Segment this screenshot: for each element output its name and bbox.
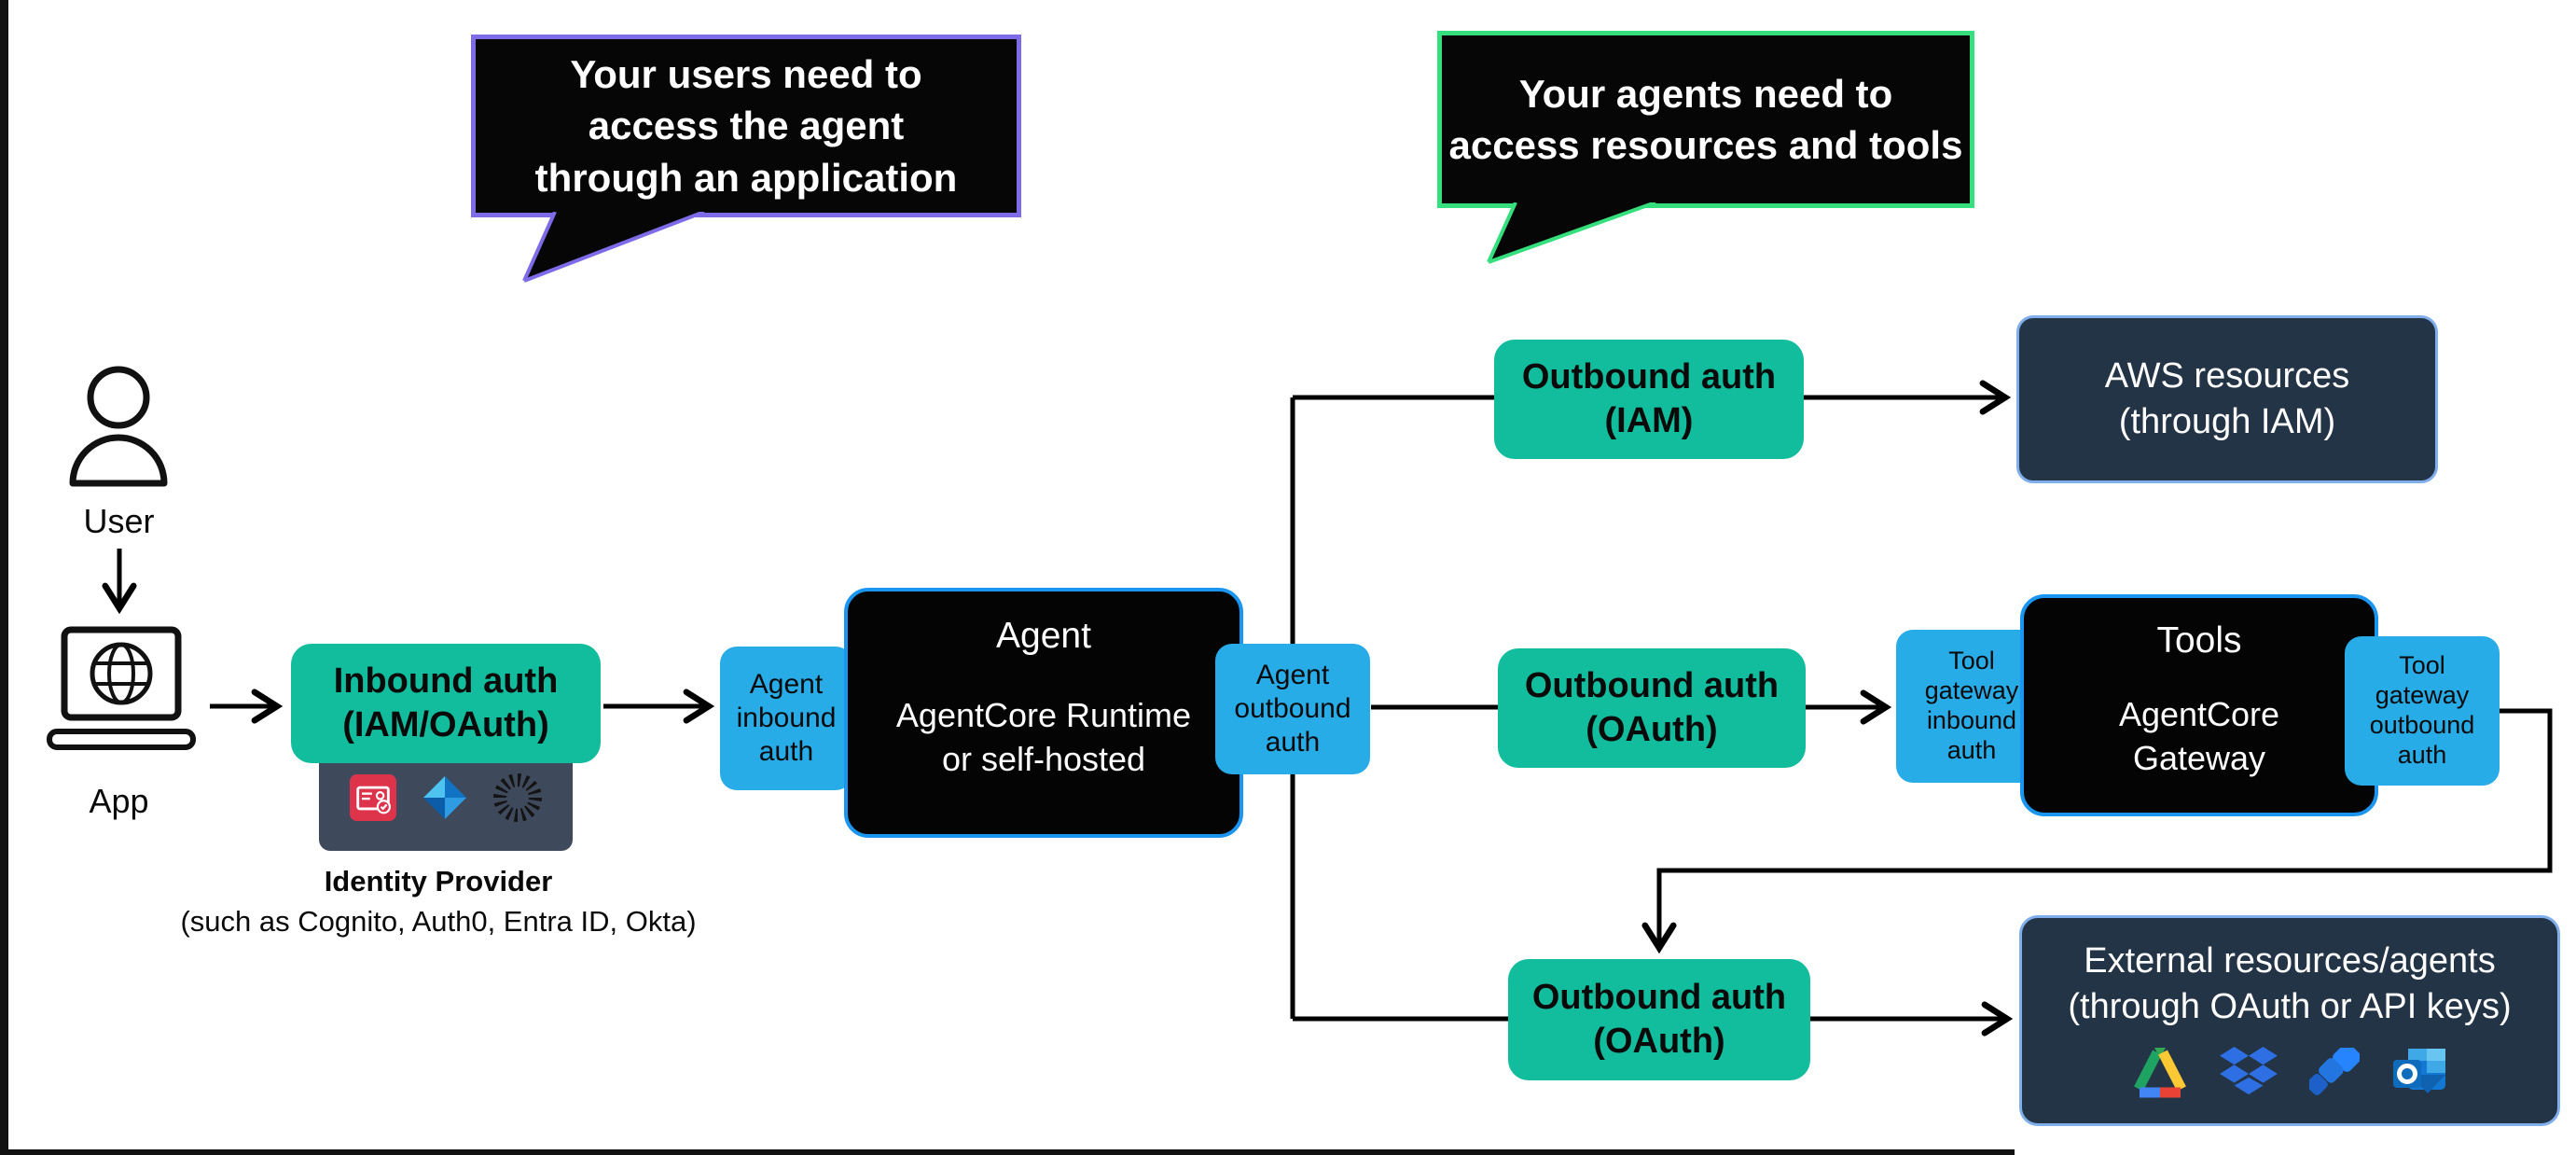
tool-gateway-outbound-auth-node: Tool gateway outbound auth	[2345, 636, 2500, 786]
external-resources-icons	[2022, 1047, 2557, 1099]
agents-callout-text: Your agents need to access resources and…	[1448, 71, 1963, 167]
identity-provider-caption: Identity Provider (such as Cognito, Auth…	[131, 864, 746, 940]
inbound-auth-label: Inbound auth (IAM/OAuth)	[333, 661, 559, 745]
user-label: User	[83, 502, 155, 540]
outbound-auth-iam-label: Outbound auth (IAM)	[1521, 356, 1777, 441]
aws-resources-node: AWS resources (through IAM)	[2016, 315, 2438, 483]
outbound-auth-oauth-tools-node: Outbound auth (OAuth)	[1498, 648, 1806, 768]
external-resources-label: External resources/agents (through OAuth…	[2068, 941, 2512, 1027]
app-icon	[47, 626, 196, 750]
tools-gateway-node: Tools AgentCore Gateway	[2020, 594, 2378, 816]
app-label: App	[89, 782, 149, 820]
tools-subtitle: AgentCore Gateway	[2118, 695, 2280, 777]
agent-outbound-auth-label: Agent outbound auth	[1234, 660, 1351, 758]
aws-resources-label: AWS resources (through IAM)	[2104, 355, 2350, 441]
users-callout: Your users need to access the agent thro…	[471, 35, 1021, 217]
tool-gateway-inbound-auth-label: Tool gateway inbound auth	[1924, 647, 2019, 764]
outbound-auth-oauth-tools-label: Outbound auth (OAuth)	[1524, 665, 1780, 750]
tools-title: Tools	[2156, 620, 2242, 661]
outlook-icon	[2393, 1049, 2445, 1093]
agent-node: Agent AgentCore Runtime or self-hosted	[844, 588, 1243, 838]
outbound-auth-iam-node: Outbound auth (IAM)	[1494, 340, 1804, 459]
user-icon	[69, 366, 168, 487]
entra-id-icon	[423, 776, 466, 819]
outbound-auth-oauth-external-node: Outbound auth (OAuth)	[1508, 959, 1810, 1080]
agents-callout-tail	[1487, 202, 1656, 264]
window-edge-bottom	[0, 1149, 2015, 1155]
users-callout-text: Your users need to access the agent thro…	[534, 52, 958, 200]
inbound-auth-node: Inbound auth (IAM/OAuth)	[291, 644, 601, 763]
window-edge-left	[0, 0, 8, 1155]
agents-callout: Your agents need to access resources and…	[1437, 31, 1974, 208]
outbound-auth-oauth-external-label: Outbound auth (OAuth)	[1531, 977, 1787, 1062]
google-drive-icon	[2134, 1048, 2186, 1098]
agent-inbound-auth-label: Agent inbound auth	[736, 669, 837, 767]
identity-provider-subtitle: (such as Cognito, Auth0, Entra ID, Okta)	[180, 905, 697, 939]
dropbox-icon	[2220, 1047, 2278, 1095]
cognito-icon	[350, 774, 396, 821]
agent-subtitle: AgentCore Runtime or self-hosted	[895, 696, 1192, 778]
agent-inbound-auth-node: Agent inbound auth	[720, 647, 852, 790]
external-resources-node: External resources/agents (through OAuth…	[2019, 915, 2560, 1126]
users-callout-tail	[522, 212, 705, 283]
agent-title: Agent	[996, 616, 1091, 656]
tool-gateway-outbound-auth-label: Tool gateway outbound auth	[2369, 651, 2475, 769]
agent-outbound-auth-node: Agent outbound auth	[1215, 644, 1370, 774]
connector-tool-gateway-loop	[1641, 708, 2553, 954]
jira-icon	[2309, 1048, 2360, 1095]
identity-provider-title: Identity Provider	[324, 865, 553, 898]
okta-icon	[493, 773, 542, 822]
